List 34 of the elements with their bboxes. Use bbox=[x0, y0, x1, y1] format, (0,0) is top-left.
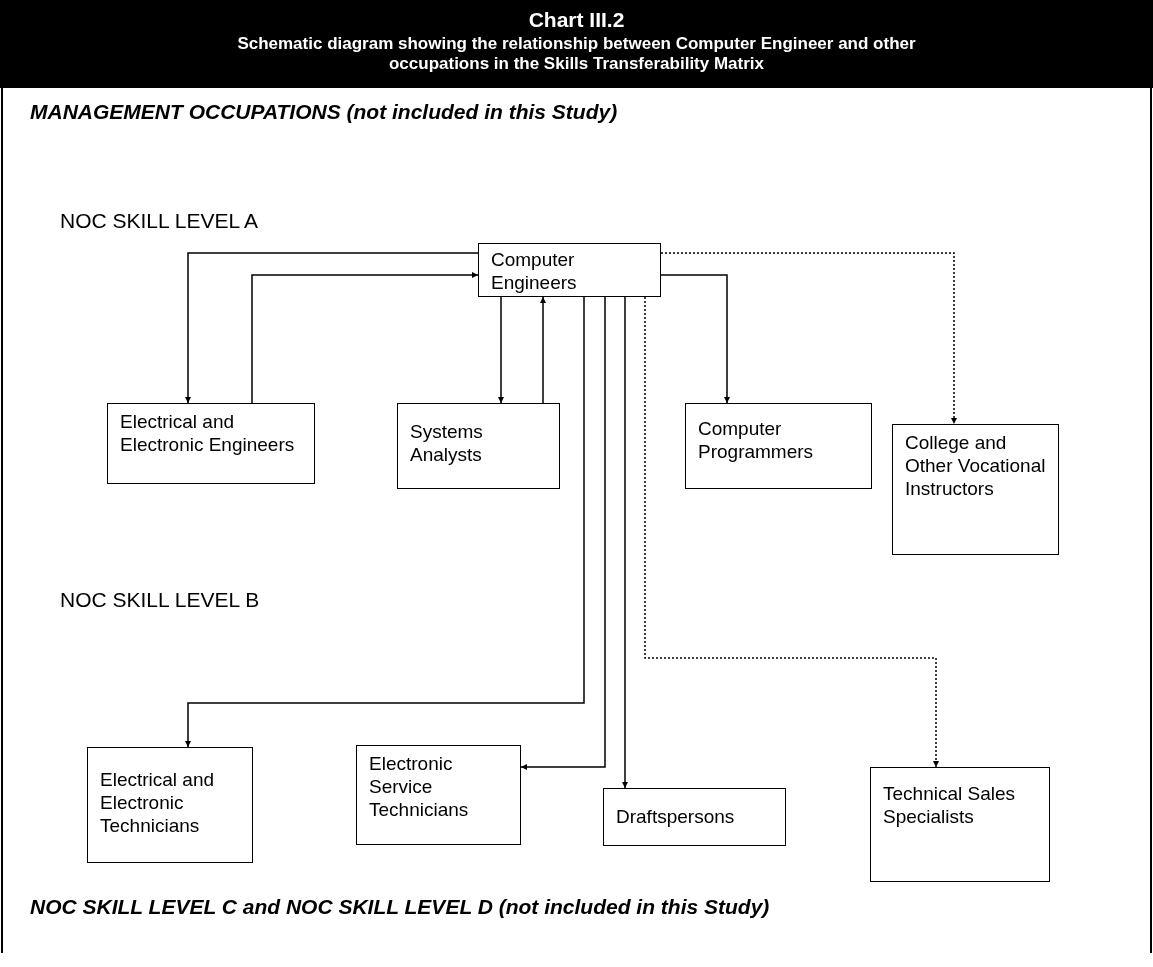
occupation-box bbox=[356, 745, 521, 845]
level-label: NOC SKILL LEVEL B bbox=[60, 588, 260, 612]
occupation-name: College and Other Vocational Instructors bbox=[905, 431, 1047, 500]
section-heading: NOC SKILL LEVEL C and NOC SKILL LEVEL D (not included in this Study) bbox=[30, 895, 770, 919]
arrow bbox=[644, 296, 939, 768]
occupation-name: Electrical and Electronic Engineers bbox=[120, 410, 296, 456]
arrow bbox=[622, 296, 628, 789]
occupation-box bbox=[478, 243, 661, 297]
chart-title: Chart III.2 bbox=[528, 8, 625, 32]
occupation-name: Draftspersons bbox=[616, 805, 736, 828]
arrow bbox=[251, 272, 479, 404]
occupation-name: Technical Sales Specialists bbox=[883, 782, 1017, 828]
occupation-box bbox=[892, 424, 1059, 555]
arrow bbox=[498, 296, 504, 404]
occupation-name: Electronic Service Technicians bbox=[369, 752, 470, 821]
arrow bbox=[185, 252, 479, 404]
occupation-box bbox=[685, 403, 872, 489]
occupation-box bbox=[87, 747, 253, 863]
chart-caption: Schematic diagram showing the relationship between Computer Engineer and other occupations in the Skills Transferability Matrix bbox=[236, 34, 917, 74]
section-heading: MANAGEMENT OCCUPATIONS (not included in this Study) bbox=[30, 100, 618, 124]
occupation-name: Systems Analysts bbox=[410, 420, 484, 466]
arrow bbox=[540, 296, 546, 404]
arrow bbox=[660, 274, 730, 404]
level-label: NOC SKILL LEVEL A bbox=[60, 209, 259, 233]
occupation-name: Electrical and Electronic Technicians bbox=[100, 768, 216, 837]
occupation-box bbox=[107, 403, 315, 484]
occupation-box bbox=[603, 788, 786, 846]
arrow bbox=[660, 252, 957, 425]
occupation-box bbox=[870, 767, 1050, 882]
arrow bbox=[520, 296, 606, 770]
arrow bbox=[185, 296, 585, 748]
occupation-box bbox=[397, 403, 560, 489]
occupation-name: Computer Programmers bbox=[698, 417, 815, 463]
occupation-name: Computer Engineers bbox=[491, 248, 578, 294]
